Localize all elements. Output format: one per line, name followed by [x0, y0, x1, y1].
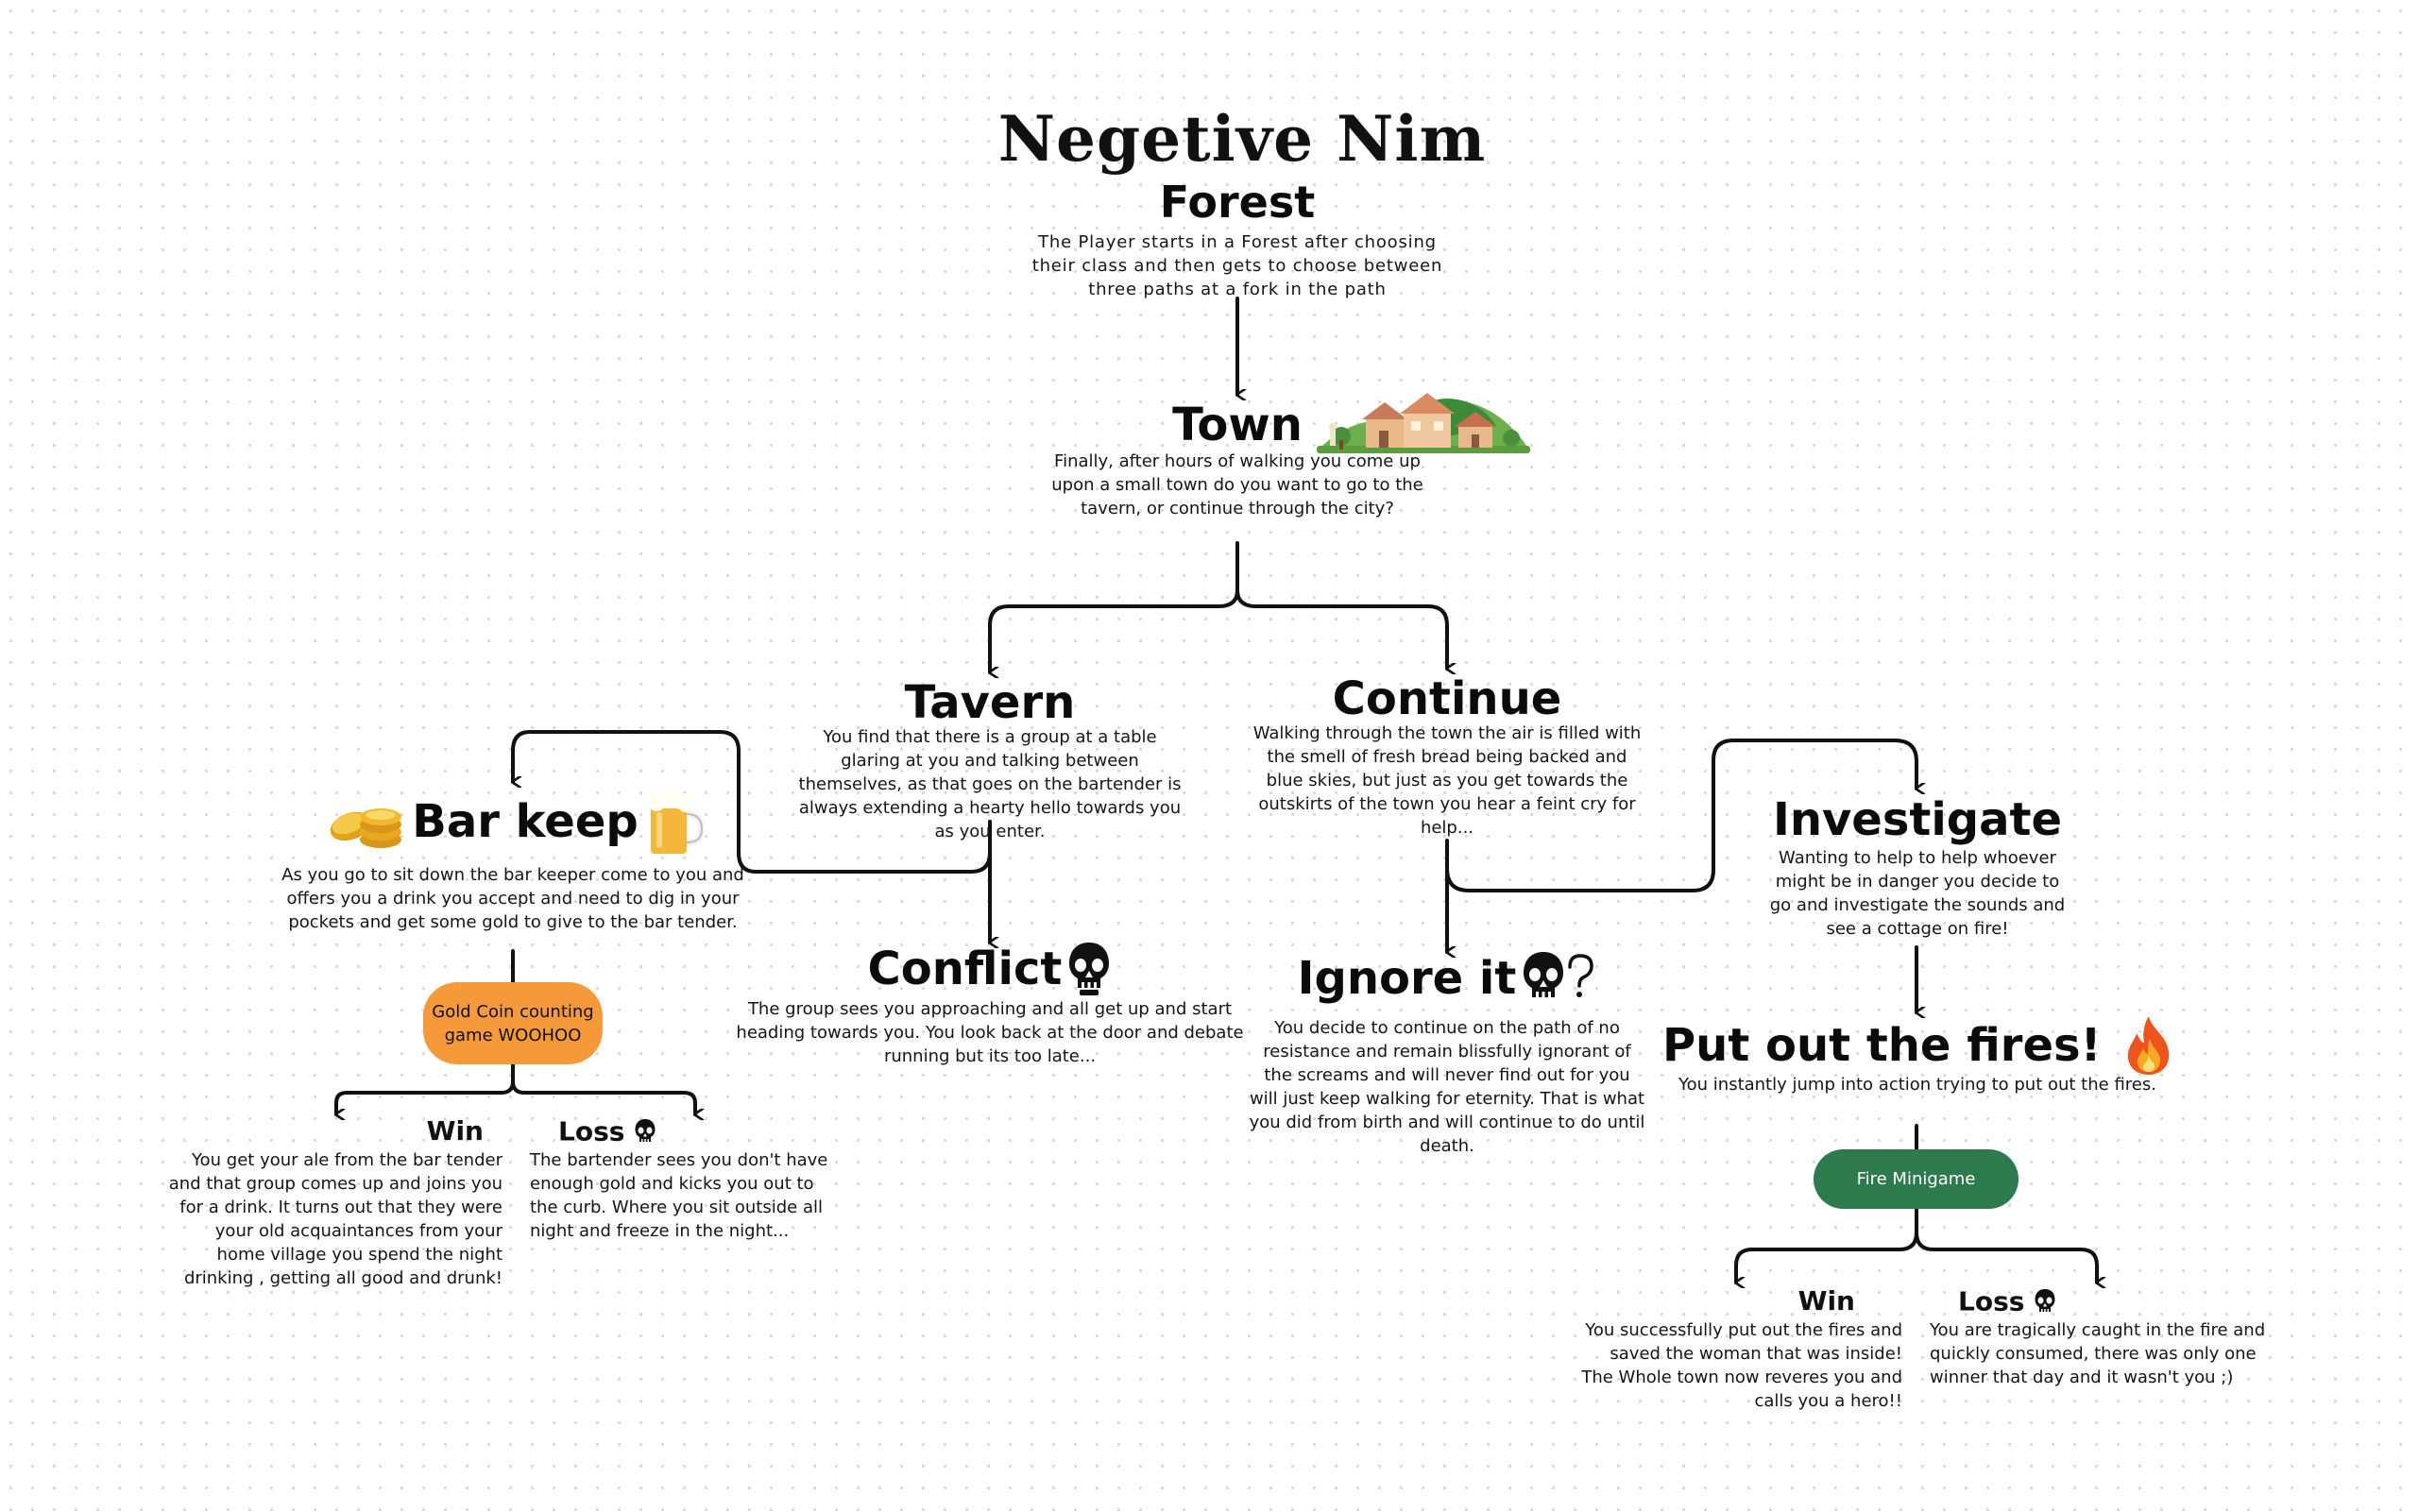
skull-icon — [2035, 1288, 2055, 1312]
barkeep-heading: Bar keep — [412, 795, 639, 848]
ignore-heading-row: Ignore it — [1249, 950, 1645, 1011]
skull-icon — [1069, 943, 1110, 995]
node-investigate: Investigate Wanting to help to help whoe… — [1766, 791, 2069, 941]
town-text: Finally, after hours of walking you come… — [1051, 451, 1423, 518]
fire-loss-heading-row: Loss — [1930, 1284, 2270, 1318]
skull-question-icon — [1524, 952, 1594, 997]
fire-loss-heading: Loss — [1958, 1285, 2025, 1317]
tavern-text: You find that there is a group at a tabl… — [798, 727, 1182, 841]
putout-heading: Put out the fires! — [1662, 1019, 2102, 1072]
conflict-heading-row: Conflict — [735, 941, 1245, 1001]
fire-loss-text: You are tragically caught in the fire an… — [1930, 1320, 2266, 1387]
village-icon — [1317, 393, 1530, 453]
continue-text: Walking through the town the air is fill… — [1252, 723, 1642, 838]
gold-coin-minigame-button[interactable]: Gold Coin counting game WOOHOO — [423, 982, 603, 1064]
arrow-fire-to-win — [1734, 1231, 1918, 1283]
bar-win-heading: Win — [426, 1115, 484, 1147]
node-tavern: Tavern You find that there is a group at… — [792, 674, 1188, 843]
node-town: Town Finally, after hours of walking you… — [1048, 397, 1426, 520]
forest-heading: Forest — [1159, 177, 1316, 228]
skull-icon — [635, 1118, 656, 1142]
arrow-fire-to-loss — [1915, 1231, 2097, 1283]
barkeep-heading-row: Bar keep — [281, 786, 744, 858]
node-forest: Forest The Player starts in a Forest aft… — [1030, 176, 1445, 301]
node-putout: Put out the fires! You instantly jump in… — [1662, 1014, 2172, 1096]
node-ignore: Ignore it You decide to continue on the … — [1249, 950, 1645, 1158]
barkeep-text: As you go to sit down the bar keeper com… — [281, 865, 744, 932]
ignore-text: You decide to continue on the path of no… — [1249, 1018, 1645, 1156]
bar-loss-heading: Loss — [558, 1115, 625, 1147]
fire-minigame-label: Fire Minigame — [1856, 1169, 1976, 1189]
conflict-text: The group sees you approaching and all g… — [736, 999, 1244, 1066]
outcome-fire-loss: Loss You are tragically caught in the fi… — [1930, 1284, 2270, 1389]
tavern-heading: Tavern — [904, 676, 1076, 729]
node-continue: Continue Walking through the town the ai… — [1249, 671, 1645, 840]
gold-coin-minigame-label: Gold Coin counting game WOOHOO — [432, 1001, 594, 1045]
putout-heading-row: Put out the fires! — [1662, 1014, 2172, 1075]
outcome-bar-loss: Loss The bartender sees you don't have e… — [530, 1114, 842, 1243]
bar-win-text: You get your ale from the bar tender and… — [168, 1150, 503, 1288]
gold-coins-icon — [330, 808, 402, 848]
arrow-town-to-tavern — [988, 588, 1239, 672]
outcome-fire-win: Win You successfully put out the fires a… — [1576, 1284, 1902, 1413]
conflict-heading: Conflict — [867, 943, 1063, 995]
node-barkeep: Bar keep As you go to sit down the bar k… — [281, 786, 744, 934]
outcome-bar-win: Win You get your ale from the bar tender… — [168, 1114, 503, 1290]
fire-minigame-button[interactable]: Fire Minigame — [1814, 1149, 2019, 1209]
node-conflict: Conflict The group sees you approaching … — [735, 941, 1245, 1068]
arrow-gold-to-win — [334, 1079, 515, 1114]
arrow-gold-to-loss — [511, 1079, 695, 1114]
continue-heading: Continue — [1332, 672, 1562, 725]
bar-loss-text: The bartender sees you don't have enough… — [530, 1150, 828, 1241]
town-heading: Town — [1172, 399, 1303, 451]
investigate-heading: Investigate — [1772, 793, 2063, 846]
investigate-text: Wanting to help to help whoever might be… — [1769, 848, 2066, 939]
forest-text: The Player starts in a Forest after choo… — [1031, 232, 1443, 299]
bar-loss-heading-row: Loss — [530, 1114, 842, 1148]
fire-win-heading: Win — [1797, 1285, 1855, 1317]
fire-win-text: You successfully put out the fires and s… — [1581, 1320, 1902, 1411]
beer-mug-icon — [647, 788, 704, 854]
putout-text: You instantly jump into action trying to… — [1678, 1075, 2156, 1095]
diagram-title: Negetive Nim — [997, 102, 1487, 176]
ignore-heading: Ignore it — [1297, 952, 1517, 1005]
arrow-tavern-to-barkeep — [511, 730, 992, 874]
arrow-continue-to-investigate — [1445, 739, 1916, 892]
arrow-town-to-continue — [1235, 588, 1447, 669]
fire-icon — [2127, 1016, 2169, 1075]
